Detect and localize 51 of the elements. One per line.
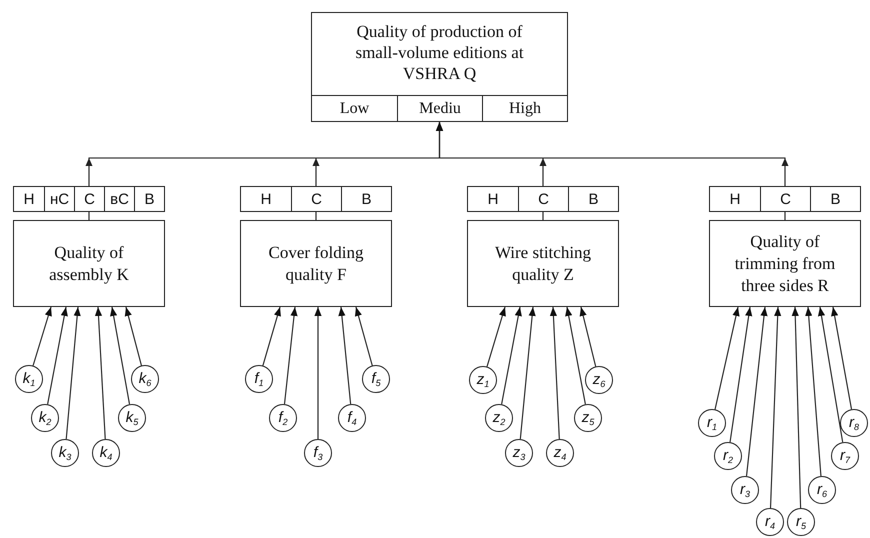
factor-circle: r$_{2}$ bbox=[714, 442, 742, 470]
factor-circle: r$_{6}$ bbox=[808, 476, 836, 504]
factor-circle: k$_{5}$ bbox=[118, 404, 146, 432]
factor-circle: z$_{5}$ bbox=[574, 404, 602, 432]
box-title: Quality of production of small-volume editions at VSHRA Q bbox=[354, 21, 525, 84]
criterion-box: Quality of trimming from three sides R bbox=[709, 220, 861, 307]
factor-circle: z$_{1}$ bbox=[469, 366, 497, 394]
factor-circle: k$_{1}$ bbox=[15, 365, 43, 393]
criterion-box: Wire stitching quality Z bbox=[467, 220, 619, 307]
factor-circle: f$_{3}$ bbox=[304, 439, 332, 467]
rating-cell: нС bbox=[44, 187, 74, 211]
rating-scale bbox=[709, 186, 861, 212]
rating-cell: В bbox=[341, 187, 391, 211]
rating-cell: Н bbox=[710, 187, 760, 211]
factor-circle: r$_{5}$ bbox=[787, 508, 815, 536]
factor-circle: f$_{1}$ bbox=[245, 365, 273, 393]
rating-cell: В bbox=[134, 187, 164, 211]
rating-cell: В bbox=[810, 187, 860, 211]
factor-circle: z$_{6}$ bbox=[585, 366, 613, 394]
level-cell: High bbox=[482, 95, 567, 121]
criterion-box: Cover folding quality F bbox=[240, 220, 392, 307]
factor-circle: k$_{2}$ bbox=[31, 404, 59, 432]
rating-cell: С bbox=[518, 187, 568, 211]
rating-cell: Н bbox=[14, 187, 44, 211]
rating-scale bbox=[240, 186, 392, 212]
factor-circle: f$_{4}$ bbox=[338, 404, 366, 432]
factor-circle: f$_{5}$ bbox=[362, 365, 390, 393]
rating-cell: С bbox=[291, 187, 341, 211]
factor-circle: z$_{3}$ bbox=[505, 439, 533, 467]
factor-circle: r$_{1}$ bbox=[698, 409, 726, 437]
rating-cell: вС bbox=[104, 187, 134, 211]
factor-circle: f$_{2}$ bbox=[269, 404, 297, 432]
factor-circle: r$_{7}$ bbox=[831, 442, 859, 470]
rating-scale bbox=[13, 186, 165, 212]
factor-circle: r$_{4}$ bbox=[756, 508, 784, 536]
rating-cell: Н bbox=[468, 187, 518, 211]
level-cell: Mediu bbox=[397, 95, 482, 121]
rating-cell: С bbox=[760, 187, 810, 211]
factor-circle: r$_{8}$ bbox=[840, 409, 868, 437]
rating-cell: Н bbox=[241, 187, 291, 211]
criterion-box: Quality of assembly K bbox=[13, 220, 165, 307]
rating-cell: В bbox=[568, 187, 618, 211]
factor-circle: k$_{3}$ bbox=[51, 439, 79, 467]
factor-circle: k$_{6}$ bbox=[131, 365, 159, 393]
factor-circle: z$_{4}$ bbox=[546, 439, 574, 467]
factor-circle: z$_{2}$ bbox=[485, 404, 513, 432]
rating-cell: С bbox=[74, 187, 104, 211]
factor-circle: r$_{3}$ bbox=[731, 476, 759, 504]
goal-box bbox=[311, 12, 568, 122]
factor-circle: k$_{4}$ bbox=[92, 439, 120, 467]
rating-scale bbox=[467, 186, 619, 212]
